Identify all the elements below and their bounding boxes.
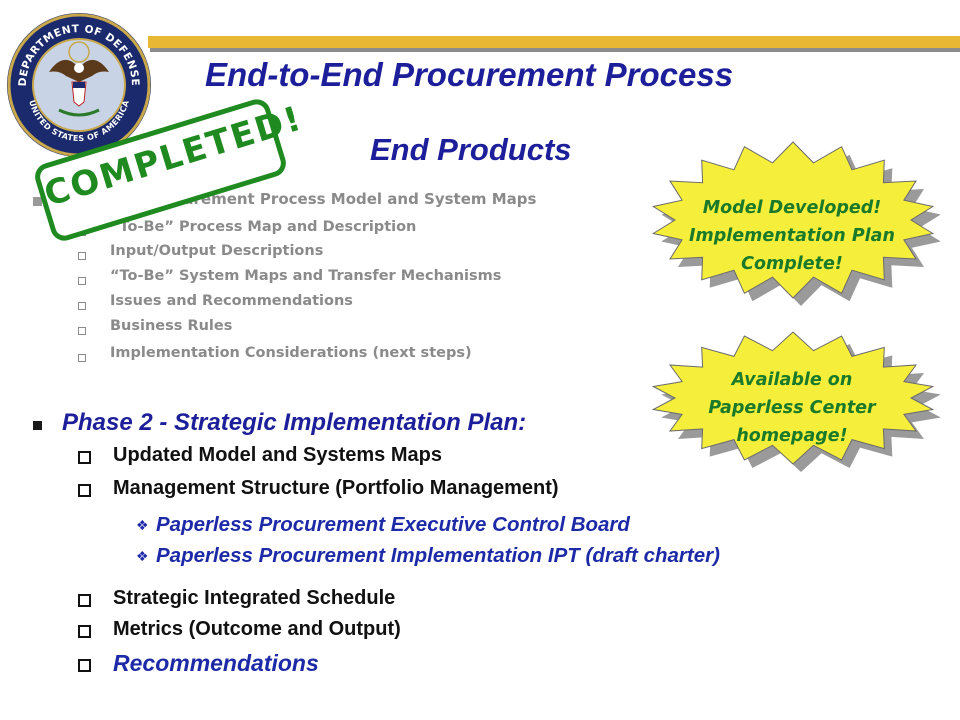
burst2-line: Available on xyxy=(731,370,853,390)
burst1-line: Model Developed! xyxy=(702,198,882,218)
phase1-item: Business Rules xyxy=(110,318,233,334)
burst-callout-available xyxy=(651,331,941,472)
phase1-bullet xyxy=(33,197,42,206)
phase1-item: Input/Output Descriptions xyxy=(110,243,324,259)
diamond-bullet-icon: ❖ xyxy=(136,548,149,564)
phase1-item: Implementation Considerations (next step… xyxy=(110,345,472,361)
phase1-item: “To-Be” Process Map and Description xyxy=(110,219,417,235)
header-rule xyxy=(148,36,960,48)
burst1-text: Model Developed! Implementation Plan Com… xyxy=(672,194,912,278)
phase2-item: Updated Model and Systems Maps xyxy=(113,444,442,466)
phase2-sub-item: Paperless Procurement Executive Control … xyxy=(156,513,630,536)
diamond-bullet-icon: ❖ xyxy=(136,517,149,533)
dod-seal-logo: DEPARTMENT OF DEFENSE UNITED STATES OF A… xyxy=(7,13,151,157)
checkbox-icon xyxy=(78,252,86,260)
phase2-item: Strategic Integrated Schedule xyxy=(113,587,396,609)
burst2-line: Paperless Center xyxy=(708,398,876,418)
burst2-text: Available on Paperless Center homepage! xyxy=(672,366,912,450)
page-subtitle: End Products xyxy=(370,132,572,167)
page-title: End-to-End Procurement Process xyxy=(205,56,734,93)
burst1-line: Implementation Plan xyxy=(689,226,895,246)
checkbox-icon xyxy=(78,625,91,638)
phase2-recommendations: Recommendations xyxy=(113,650,319,676)
checkbox-icon xyxy=(78,354,86,362)
burst-callout-model xyxy=(651,141,941,306)
phase1-item: “To-Be” System Maps and Transfer Mechani… xyxy=(110,268,502,284)
phase2-item: Management Structure (Portfolio Manageme… xyxy=(113,477,559,499)
phase2-bullet xyxy=(33,421,42,430)
checkbox-icon xyxy=(78,327,86,335)
phase2-heading: Phase 2 - Strategic Implementation Plan: xyxy=(62,409,527,436)
phase2-item: Metrics (Outcome and Output) xyxy=(113,618,401,640)
burst1-line: Complete! xyxy=(741,254,843,274)
checkbox-icon xyxy=(78,451,91,464)
phase1-item: Issues and Recommendations xyxy=(110,293,353,309)
checkbox-icon xyxy=(78,302,86,310)
checkbox-icon xyxy=(78,277,86,285)
checkbox-icon xyxy=(78,594,91,607)
checkbox-icon xyxy=(78,659,91,672)
phase2-sub-item: Paperless Procurement Implementation IPT… xyxy=(156,544,720,567)
checkbox-icon xyxy=(78,484,91,497)
burst2-line: homepage! xyxy=(736,426,848,446)
